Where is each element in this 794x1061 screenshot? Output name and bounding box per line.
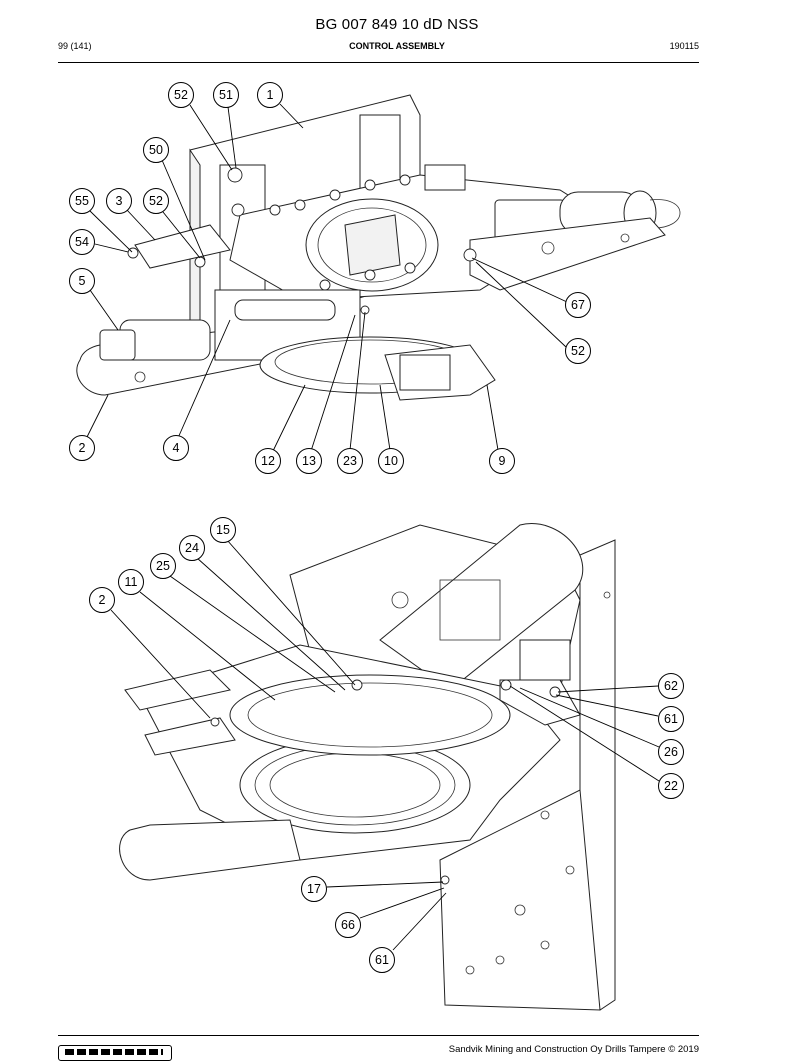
callout-66: 66 xyxy=(335,912,361,938)
svg-text:55: 55 xyxy=(75,194,89,208)
svg-text:11: 11 xyxy=(125,575,138,589)
svg-text:67: 67 xyxy=(571,298,585,312)
svg-text:52: 52 xyxy=(174,88,188,102)
callout-61-b: 61 xyxy=(369,947,395,973)
callout-55: 55 xyxy=(69,188,95,214)
svg-text:61: 61 xyxy=(375,953,389,967)
svg-text:5: 5 xyxy=(79,274,86,288)
callout-15: 15 xyxy=(210,517,236,543)
callout-11: 11 xyxy=(118,569,144,595)
callout-2-bottom: 2 xyxy=(89,587,115,613)
svg-text:13: 13 xyxy=(302,454,316,468)
callout-12: 12 xyxy=(255,448,281,474)
top-assembly-drawing xyxy=(76,94,681,401)
copyright-text: Sandvik Mining and Construction Oy Drill… xyxy=(448,1044,699,1055)
callout-4: 4 xyxy=(163,435,189,461)
bottom-leader-lines xyxy=(110,539,660,951)
callout-26: 26 xyxy=(658,739,684,765)
top-leader-lines xyxy=(86,103,568,452)
svg-text:24: 24 xyxy=(185,541,199,555)
svg-text:23: 23 xyxy=(343,454,357,468)
svg-text:1: 1 xyxy=(267,88,274,102)
callout-52-c: 52 xyxy=(565,338,591,364)
callout-52-a: 52 xyxy=(168,82,194,108)
svg-text:12: 12 xyxy=(261,454,275,468)
callout-2-top: 2 xyxy=(69,435,95,461)
callout-10: 10 xyxy=(378,448,404,474)
svg-text:9: 9 xyxy=(499,454,506,468)
svg-text:25: 25 xyxy=(156,559,170,573)
callout-3: 3 xyxy=(106,188,132,214)
svg-text:10: 10 xyxy=(384,454,398,468)
svg-text:52: 52 xyxy=(149,194,163,208)
svg-text:2: 2 xyxy=(99,593,106,607)
callout-61-a: 61 xyxy=(658,706,684,732)
footer-rule xyxy=(58,1035,699,1036)
callout-50: 50 xyxy=(143,137,169,163)
callout-23: 23 xyxy=(337,448,363,474)
callout-24: 24 xyxy=(179,535,205,561)
svg-text:52: 52 xyxy=(571,344,585,358)
svg-text:22: 22 xyxy=(664,779,678,793)
svg-text:61: 61 xyxy=(664,712,678,726)
svg-text:2: 2 xyxy=(79,441,86,455)
svg-text:17: 17 xyxy=(307,882,321,896)
callout-5: 5 xyxy=(69,268,95,294)
svg-text:51: 51 xyxy=(219,88,233,102)
callout-1: 1 xyxy=(257,82,283,108)
callout-51: 51 xyxy=(213,82,239,108)
svg-text:3: 3 xyxy=(116,194,123,208)
sandvik-logo xyxy=(58,1045,172,1061)
svg-text:62: 62 xyxy=(664,679,678,693)
callout-52-b: 52 xyxy=(143,188,169,214)
callout-67: 67 xyxy=(565,292,591,318)
section-title: CONTROL ASSEMBLY xyxy=(349,41,445,51)
svg-text:66: 66 xyxy=(341,918,355,932)
svg-text:4: 4 xyxy=(173,441,180,455)
callout-54: 54 xyxy=(69,229,95,255)
callout-17: 17 xyxy=(301,876,327,902)
document-id: BG 007 849 10 dD NSS xyxy=(315,16,479,33)
callouts-bottom: 15 24 25 11 2 62 61 26 22 17 66 61 xyxy=(89,517,684,973)
callout-9: 9 xyxy=(489,448,515,474)
callout-13: 13 xyxy=(296,448,322,474)
revision-date: 190115 xyxy=(669,41,699,51)
svg-text:54: 54 xyxy=(75,235,89,249)
svg-text:15: 15 xyxy=(216,523,230,537)
callout-62: 62 xyxy=(658,673,684,699)
callouts-top: 52 51 1 50 55 3 52 54 5 67 52 2 4 12 13 … xyxy=(69,82,591,474)
header-rule xyxy=(58,62,699,63)
bottom-assembly-drawing xyxy=(119,523,616,1011)
page-number: 99 (141) xyxy=(58,41,92,51)
callout-25: 25 xyxy=(150,553,176,579)
svg-text:26: 26 xyxy=(664,745,678,759)
callout-22: 22 xyxy=(658,773,684,799)
svg-text:50: 50 xyxy=(149,143,163,157)
